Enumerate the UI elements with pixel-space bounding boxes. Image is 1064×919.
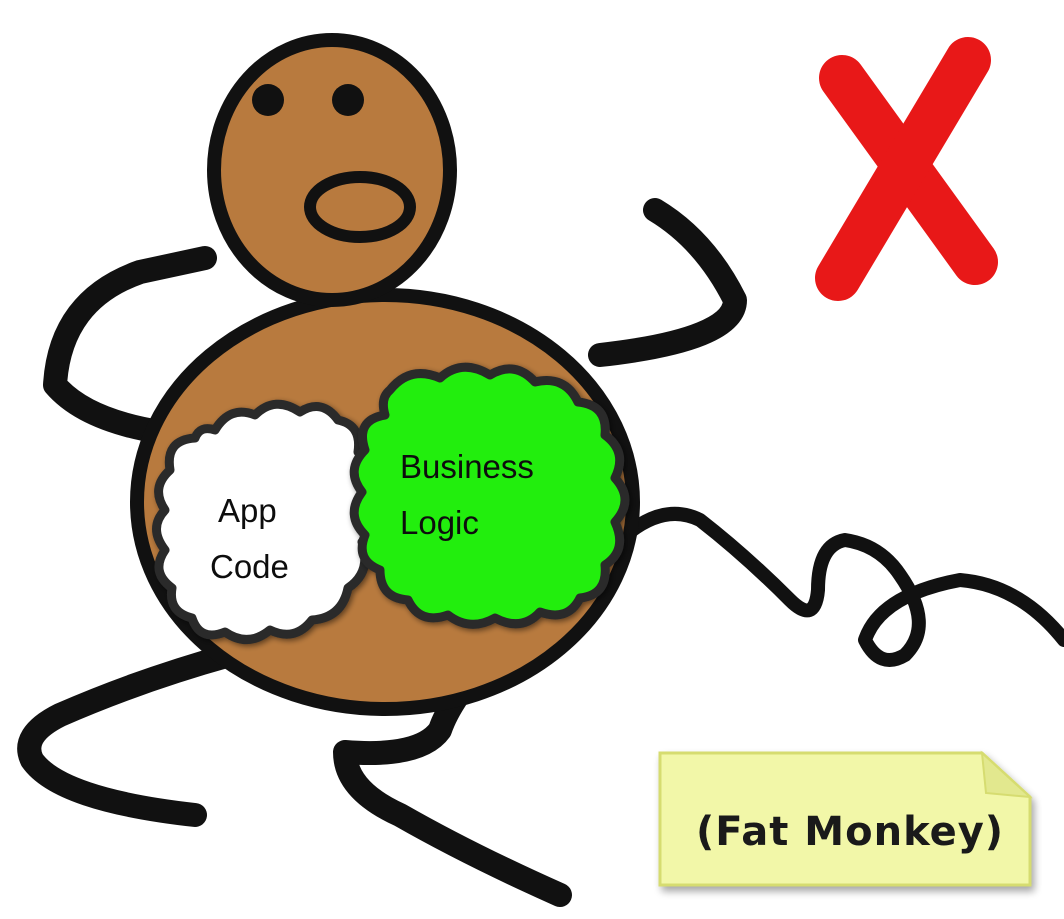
right-eye	[332, 84, 364, 116]
sticky-note-paper	[658, 751, 1032, 887]
business-logic-label-line2: Logic	[400, 504, 479, 541]
left-arm	[43, 246, 217, 444]
red-x-icon	[815, 37, 998, 301]
app-code-cloud: App Code	[152, 399, 376, 644]
sticky-note: (Fat Monkey)	[658, 750, 1033, 887]
monkey-tail	[608, 506, 1064, 667]
app-code-label-line1: App	[218, 492, 277, 529]
right-leg	[333, 643, 572, 907]
monkey-limbs	[17, 198, 747, 907]
left-eye	[252, 84, 284, 116]
business-logic-cloud: Business Logic	[349, 362, 630, 629]
sticky-note-fold	[980, 750, 1033, 799]
sticky-note-label: (Fat Monkey)	[696, 809, 1004, 855]
left-leg	[17, 643, 242, 827]
right-arm	[588, 198, 747, 367]
mouth	[304, 171, 416, 243]
app-code-label-line2: Code	[210, 548, 289, 585]
business-logic-label-line1: Business	[400, 448, 534, 485]
monkey-head	[207, 33, 457, 307]
